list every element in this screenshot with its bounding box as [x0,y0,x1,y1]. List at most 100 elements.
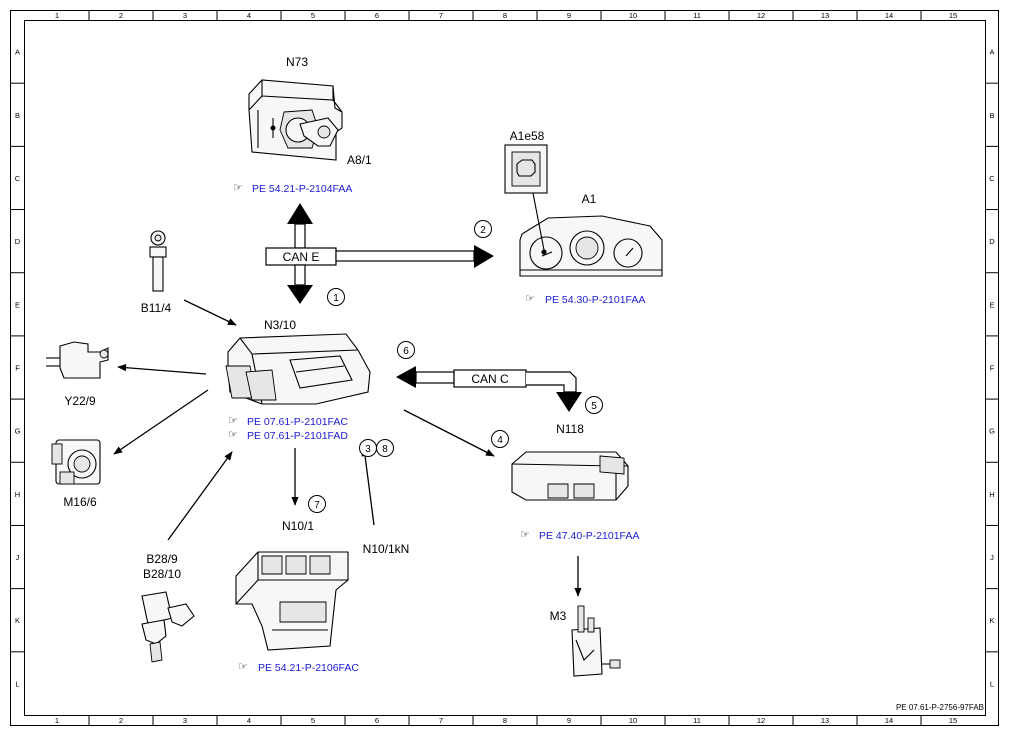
grid-column-label: 8 [503,716,507,725]
grid-column-label: 1 [55,716,59,725]
b11-4-arrow [183,299,237,326]
grid-column-label: 9 [567,11,571,20]
grid-column-label: 7 [439,11,443,20]
grid-row-label: F [990,364,995,373]
a1e58-leader-line [532,192,545,251]
grid-column-label: 11 [693,716,701,725]
grid-row-label: K [989,616,994,625]
m16-6-arrow [113,389,209,455]
pointing-hand-icon: ☞ [228,428,238,441]
grid-column-label: 14 [885,716,893,725]
callout-7: 7 [308,495,326,513]
ignition-lock-illustration [248,79,343,161]
a1-label: A1 [582,192,597,206]
pointing-hand-icon: ☞ [520,528,530,541]
grid-row-label: K [15,616,20,625]
grid-row-label: D [989,237,995,246]
callout-2: 2 [474,220,492,238]
grid-row-label: F [15,364,20,373]
a1-ref-link[interactable]: PE 54.30-P-2101FAA [545,294,645,306]
grid-row-label: C [15,174,21,183]
fuel-pump-illustration [571,605,621,677]
n3-10-ref-link-2[interactable]: PE 07.61-P-2101FAD [247,430,348,442]
n10-1kn-label: N10/1kN [363,542,410,556]
can-c-bus [396,366,582,412]
svg-text:3: 3 [365,444,371,455]
fuse-relay-module-illustration [235,551,349,651]
grid-column-label: 14 [885,11,893,20]
m16-6-label: M16/6 [63,495,97,509]
grid-column-label: 6 [375,11,379,20]
grid-column-label: 15 [949,716,957,725]
pointing-hand-icon: ☞ [233,181,243,194]
callout-8: 8 [376,439,394,457]
svg-text:6: 6 [403,346,409,357]
y22-9-label: Y22/9 [64,394,96,408]
b28-arrow [167,451,233,541]
grid-column-label: 10 [629,11,637,20]
callout-6: 6 [397,341,415,359]
b28-10-label: B28/10 [143,567,181,581]
a1e58-label: A1e58 [510,129,545,143]
callout-5: 5 [585,396,603,414]
pointing-hand-icon: ☞ [525,292,535,305]
grid-column-label: 7 [439,716,443,725]
grid-column-label: 8 [503,11,507,20]
grid-row-label: G [15,427,21,436]
switchover-valve-illustration [46,341,109,379]
y22-9-arrow [117,364,207,375]
n118-ref-link[interactable]: PE 47.40-P-2101FAA [539,530,639,542]
pressure-sensor-illustration [141,591,195,663]
document-id: PE 07.61-P-2756-97FAB [896,703,984,712]
n118-arrow [403,409,495,457]
can-e-label: CAN E [283,250,320,264]
grid-column-label: 1 [55,11,59,20]
grid-column-label: 12 [757,11,765,20]
svg-text:1: 1 [333,293,339,304]
callout-4: 4 [491,430,509,448]
fuel-pump-control-unit-illustration [511,451,629,501]
n10-1kn-arrow [361,447,375,526]
svg-text:7: 7 [314,500,320,511]
svg-text:4: 4 [497,435,503,446]
grid-column-label: 4 [247,11,251,20]
grid-row-label: E [15,300,20,309]
grid-row-label: G [989,427,995,436]
svg-text:2: 2 [480,225,486,236]
grid-row-label: A [989,48,994,57]
grid-column-label: 10 [629,716,637,725]
grid-column-label: 3 [183,716,187,725]
svg-text:5: 5 [591,401,597,412]
grid-row-label: A [15,48,20,57]
n73-ref-link[interactable]: PE 54.21-P-2104FAA [252,183,352,195]
engine-control-unit-illustration [225,333,371,405]
m3-label: M3 [550,609,567,623]
grid-column-label: 2 [119,716,123,725]
can-e-bus [265,203,494,304]
grid-row-label: H [15,490,20,499]
b28-9-label: B28/9 [146,552,178,566]
callout-1: 1 [327,288,345,306]
grid-column-label: 15 [949,11,957,20]
a8-1-label: A8/1 [347,153,372,167]
grid-row-label: E [989,300,994,309]
svg-text:8: 8 [382,444,388,455]
grid-column-label: 11 [693,11,701,20]
grid-row-label: L [990,679,994,688]
b11-4-label: B11/4 [141,301,172,315]
grid-column-label: 12 [757,716,765,725]
n118-label: N118 [556,422,584,436]
grid-row-label: D [15,237,21,246]
n10-1-ref-link[interactable]: PE 54.21-P-2106FAC [258,662,359,674]
throttle-actuator-illustration [51,439,101,485]
n3-10-ref-link-1[interactable]: PE 07.61-P-2101FAC [247,416,348,428]
grid-column-label: 4 [247,716,251,725]
grid-column-label: 2 [119,11,123,20]
grid-column-label: 13 [821,11,829,20]
n73-label: N73 [286,55,308,69]
callout-3: 3 [359,439,377,457]
can-c-label: CAN C [471,372,509,386]
grid-column-label: 6 [375,716,379,725]
grid-row-label: C [989,174,995,183]
